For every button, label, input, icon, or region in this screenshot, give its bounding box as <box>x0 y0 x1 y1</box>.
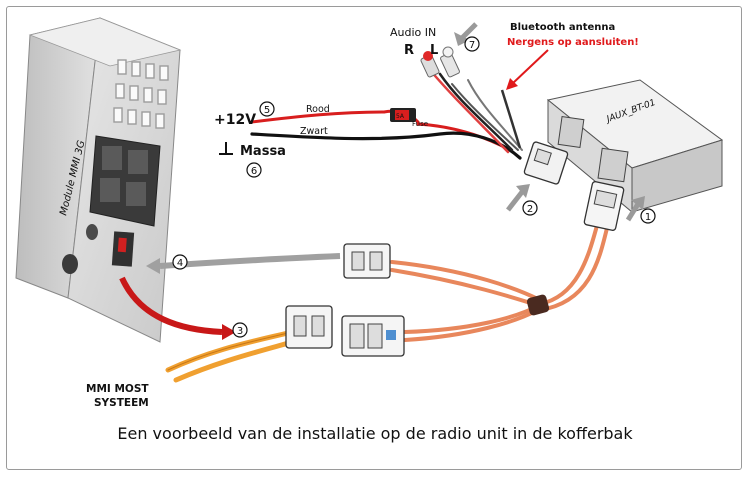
fiber-cables <box>390 220 610 342</box>
arrow-grey-2 <box>506 184 530 212</box>
audio-left-label: L <box>430 43 438 58</box>
audio-in-label: Audio IN <box>390 26 436 39</box>
callout-2-number: 2 <box>527 204 533 215</box>
bt-antenna-label: Bluetooth antenna <box>510 22 615 33</box>
plus12v-label: +12V <box>214 112 256 128</box>
callout-7: 7 <box>464 36 480 52</box>
callout-2: 2 <box>522 200 538 216</box>
fuse-label: Fuse <box>412 120 428 128</box>
mmi-most-label-line2: SYSTEEM <box>94 397 149 409</box>
diagram-caption: Een voorbeeld van de installatie op de r… <box>117 424 633 443</box>
callout-7-number: 7 <box>469 40 475 51</box>
rca-plugs <box>420 46 460 78</box>
red-wire <box>250 110 386 124</box>
mmi-most-label-line1: MMI MOST <box>86 383 149 395</box>
callout-4: 4 <box>172 254 188 270</box>
connector-box-port <box>583 181 625 231</box>
ground-symbol <box>219 142 233 155</box>
connector-right <box>341 315 405 357</box>
callout-3-number: 3 <box>237 326 243 337</box>
callout-5: 5 <box>259 101 275 117</box>
connector-upper <box>343 243 391 279</box>
callout-5-number: 5 <box>264 105 270 116</box>
callout-4-number: 4 <box>177 258 183 269</box>
most-cables <box>165 329 295 383</box>
arrow-red-bt <box>506 49 549 90</box>
callout-6-number: 6 <box>251 166 257 177</box>
callout-3: 3 <box>232 322 248 338</box>
diagram-frame <box>6 6 742 470</box>
bluetooth-antenna-wire <box>500 89 522 149</box>
fuse-value: 5A <box>396 113 405 120</box>
callout-6: 6 <box>246 162 262 178</box>
arrow-grey-7 <box>454 22 478 46</box>
harness-connector <box>523 141 569 185</box>
jaux-bt-01-box: JAUX_BT-01 <box>546 79 724 214</box>
audio-right-label: R <box>404 43 414 58</box>
callout-1-number: 1 <box>645 212 651 223</box>
audio-cables <box>428 68 523 154</box>
zwart-label: Zwart <box>300 126 328 137</box>
black-wire <box>250 131 522 160</box>
mmi-3g-module: Module MMI 3G <box>15 17 182 343</box>
arrow-red-most <box>119 276 236 340</box>
bt-warning-label: Nergens op aansluiten! <box>507 37 639 48</box>
fiber-cable-upper <box>390 260 542 302</box>
arrow-grey-1 <box>625 196 645 222</box>
callout-1: 1 <box>640 208 656 224</box>
rood-label: Rood <box>306 104 330 115</box>
massa-label: Massa <box>240 144 286 159</box>
fuse: 5A <box>390 108 416 122</box>
connector-middle <box>285 305 333 349</box>
